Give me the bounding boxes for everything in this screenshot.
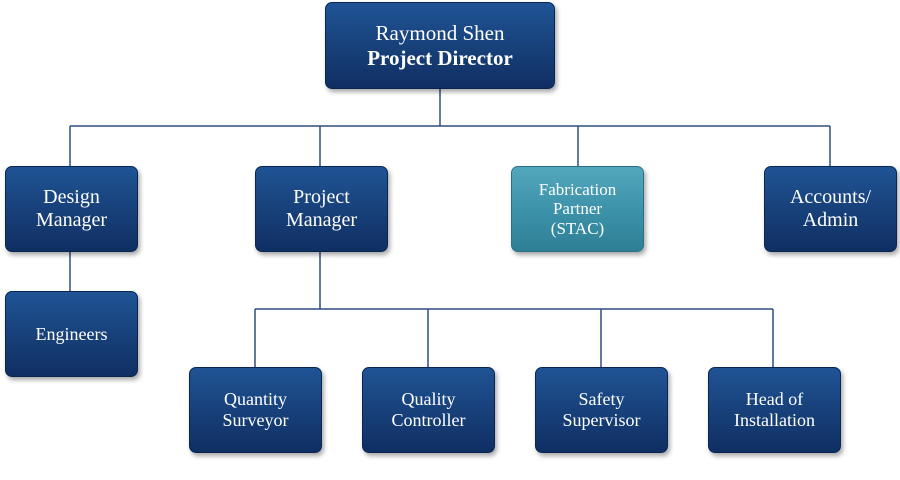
quantity-surveyor-node: Quantity Surveyor [189, 367, 322, 453]
safety-supervisor-node: Safety Supervisor [535, 367, 668, 453]
accounts-admin-line1: Accounts/ [789, 186, 872, 208]
design-manager-line1: Design [43, 186, 100, 208]
accounts-admin-line2: Admin [802, 209, 859, 231]
fabrication-partner-line3: (STAC) [550, 218, 605, 238]
director-title: Project Director [367, 45, 513, 70]
safety-supervisor-line1: Safety [578, 389, 625, 410]
fabrication-partner-node: Fabrication Partner (STAC) [511, 166, 644, 252]
accounts-admin-node: Accounts/ Admin [764, 166, 897, 252]
head-of-installation-node: Head of Installation [708, 367, 841, 453]
project-director-node: Raymond Shen Project Director [325, 2, 555, 89]
project-manager-line2: Manager [285, 209, 358, 231]
safety-supervisor-line2: Supervisor [562, 410, 641, 430]
quality-controller-node: Quality Controller [362, 367, 495, 453]
project-manager-node: Project Manager [255, 166, 388, 252]
quality-controller-line1: Quality [401, 389, 456, 410]
project-manager-line1: Project [293, 186, 350, 208]
design-manager-line2: Manager [35, 209, 108, 231]
fabrication-partner-line1: Fabrication [538, 179, 617, 199]
head-of-installation-line1: Head of [745, 389, 804, 410]
quantity-surveyor-line2: Surveyor [222, 410, 289, 430]
quantity-surveyor-line1: Quantity [224, 389, 287, 410]
engineers-node: Engineers [5, 291, 138, 377]
quality-controller-line2: Controller [391, 410, 466, 430]
engineers-label: Engineers [35, 323, 108, 344]
fabrication-partner-line2: Partner [552, 199, 603, 219]
head-of-installation-line2: Installation [734, 410, 815, 430]
director-name: Raymond Shen [375, 21, 505, 46]
design-manager-node: Design Manager [5, 166, 138, 252]
